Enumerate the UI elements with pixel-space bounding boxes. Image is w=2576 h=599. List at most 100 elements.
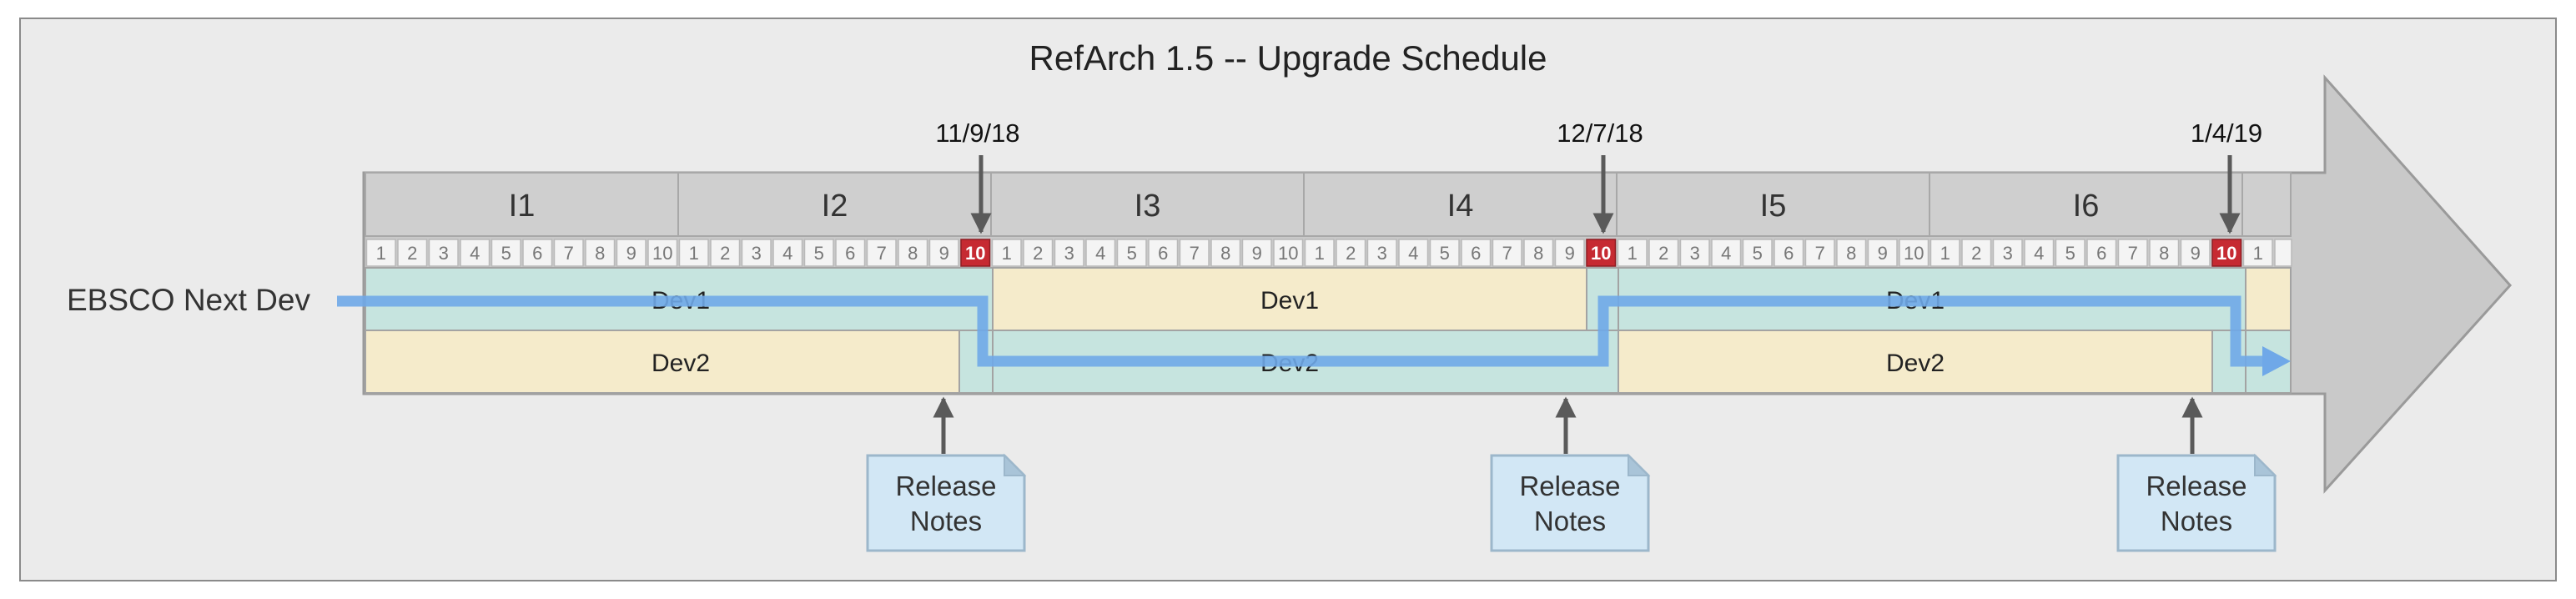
day-number: 6	[1784, 243, 1794, 264]
day-cell	[772, 239, 803, 267]
milestone-date: 12/7/18	[1557, 118, 1643, 148]
day-number: 6	[2096, 243, 2106, 264]
milestone-date: 11/9/18	[935, 118, 1019, 148]
day-number: 1	[1628, 243, 1638, 264]
day-number: 2	[1346, 243, 1356, 264]
day-cell	[1429, 239, 1460, 267]
day-cell	[866, 239, 897, 267]
day-cell	[1336, 239, 1366, 267]
day-cell	[2055, 239, 2085, 267]
release-notes-line2: Notes	[2161, 506, 2232, 536]
day-number: 9	[626, 243, 636, 264]
release-day-number: 10	[965, 243, 985, 264]
day-number: 8	[595, 243, 605, 264]
dev1-dev-segment	[992, 267, 1587, 331]
day-number: 2	[1033, 243, 1043, 264]
day-cell	[1554, 239, 1585, 267]
day-number: 6	[845, 243, 855, 264]
day-number: 10	[652, 243, 672, 264]
release-notes-line1: Release	[895, 471, 996, 501]
document-fold-icon	[1004, 453, 1027, 476]
day-cell	[898, 239, 928, 267]
day-number: 1	[1940, 243, 1950, 264]
day-number: 1	[1002, 243, 1012, 264]
day-cell	[678, 239, 709, 267]
day-cell	[522, 239, 553, 267]
day-number: 3	[1064, 243, 1074, 264]
day-cell	[928, 239, 959, 267]
day-number: 9	[1252, 243, 1262, 264]
day-number: 8	[1846, 243, 1856, 264]
iteration-cell	[1929, 172, 2243, 237]
day-cell	[1992, 239, 2023, 267]
day-cell	[585, 239, 616, 267]
day-number: 3	[1377, 243, 1387, 264]
day-cell	[803, 239, 834, 267]
day-number: 3	[2003, 243, 2013, 264]
day-number: 2	[1658, 243, 1668, 264]
day-number: 7	[1815, 243, 1825, 264]
release-day-cell	[1586, 239, 1617, 267]
day-number: 4	[470, 243, 480, 264]
day-number: 2	[720, 243, 730, 264]
day-cell	[1461, 239, 1492, 267]
dev2-label: Dev2	[1886, 350, 1945, 377]
team-label: EBSCO Next Dev	[67, 283, 310, 317]
iteration-cell	[1303, 172, 1618, 237]
release-notes-line2: Notes	[910, 506, 982, 536]
day-cell	[1210, 239, 1241, 267]
day-number: 8	[1533, 243, 1543, 264]
day-number: 4	[782, 243, 792, 264]
day-cell	[1273, 239, 1304, 267]
day-cell	[1742, 239, 1773, 267]
day-number: 2	[407, 243, 417, 264]
day-number: 5	[2065, 243, 2075, 264]
day-number: 6	[1158, 243, 1168, 264]
day-cell	[1085, 239, 1116, 267]
document-fold-icon	[2254, 453, 2277, 476]
day-cell	[1804, 239, 1835, 267]
day-cell	[1116, 239, 1147, 267]
day-cell	[1054, 239, 1084, 267]
day-number-overflow: 1	[2253, 243, 2263, 264]
iteration-cell	[365, 172, 679, 237]
day-cell-overflow	[2242, 239, 2273, 267]
day-cell	[710, 239, 741, 267]
day-number: 7	[2128, 243, 2138, 264]
iteration-label: I6	[2073, 189, 2100, 224]
day-number: 8	[2159, 243, 2169, 264]
day-number: 4	[1095, 243, 1105, 264]
day-number: 7	[1190, 243, 1200, 264]
day-number: 1	[1315, 243, 1325, 264]
day-number: 9	[1565, 243, 1575, 264]
day-cell	[1148, 239, 1179, 267]
day-number: 10	[1278, 243, 1298, 264]
day-cell	[1304, 239, 1335, 267]
dev1-label: Dev1	[1260, 287, 1319, 315]
day-cell	[616, 239, 647, 267]
day-cell	[1523, 239, 1554, 267]
diagram-title: RefArch 1.5 -- Upgrade Schedule	[1029, 38, 1547, 78]
iteration-cell-overflow	[2241, 172, 2292, 237]
document-fold-icon	[1628, 453, 1651, 476]
day-number: 5	[1127, 243, 1137, 264]
day-number: 5	[1753, 243, 1763, 264]
day-number: 4	[1408, 243, 1418, 264]
day-number: 3	[752, 243, 762, 264]
day-cell	[1867, 239, 1898, 267]
day-number: 2	[1971, 243, 1981, 264]
day-cell	[460, 239, 491, 267]
team-path-arrowhead	[2262, 346, 2291, 376]
day-cell	[1929, 239, 1960, 267]
day-number: 10	[1904, 243, 1924, 264]
release-notes-document	[866, 454, 1026, 552]
day-number: 6	[1471, 243, 1481, 264]
iteration-label: I5	[1760, 189, 1787, 224]
milestone-date: 1/4/19	[2191, 118, 2262, 148]
day-number: 7	[877, 243, 887, 264]
day-number: 7	[564, 243, 574, 264]
